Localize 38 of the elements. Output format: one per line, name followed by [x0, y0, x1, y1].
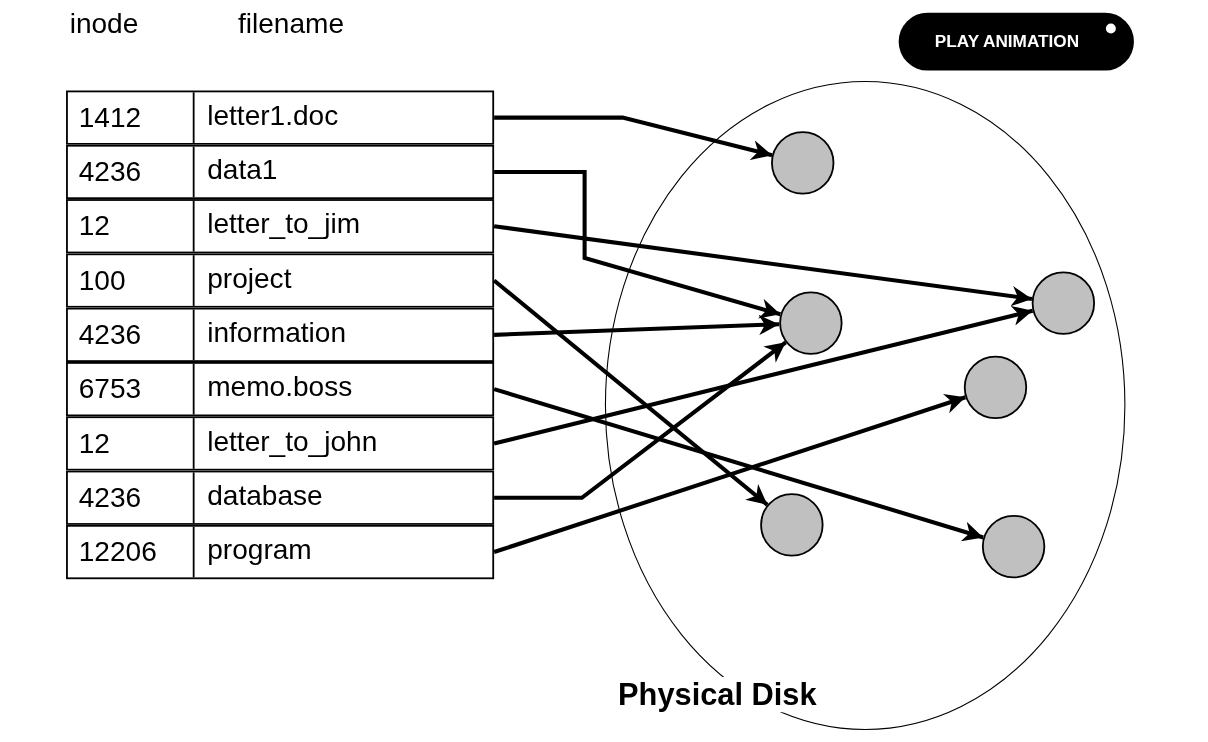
filename: information: [206, 315, 346, 351]
arrow: [494, 314, 780, 337]
filename: memo.boss: [206, 370, 353, 405]
arrow: [494, 115, 773, 161]
inode-number: 12: [67, 418, 195, 469]
inode-number: 4236: [67, 146, 195, 198]
table-row: [66, 253, 495, 308]
arrow: [494, 169, 781, 319]
filename: program: [206, 532, 312, 568]
table-row: [66, 416, 495, 471]
table-row: [66, 470, 495, 525]
filename: data1: [206, 152, 278, 188]
play-animation-button: PLAY ANIMATION: [898, 12, 1134, 71]
inode-number: 1412: [67, 92, 195, 143]
table-row: [66, 307, 495, 362]
inode-number: 4236: [67, 472, 195, 524]
disk-label: Physical Disk: [618, 676, 817, 713]
arrow: [493, 224, 1033, 307]
table-row: [66, 524, 495, 580]
inode-number: 6753: [67, 363, 195, 415]
table-row: [66, 144, 495, 200]
column-header: inode: [69, 7, 139, 40]
inode-number: 100: [67, 255, 195, 306]
inode-number: 4236: [67, 309, 195, 361]
inode-number: 12206: [67, 526, 195, 578]
column-header: filename: [238, 7, 345, 40]
table-row: [66, 90, 495, 145]
filename: letter_to_jim: [206, 207, 361, 242]
table-row: [66, 199, 495, 254]
table-row: [66, 362, 495, 417]
filename: letter1.doc: [206, 98, 339, 134]
inode-number: 12: [67, 200, 195, 252]
arrow: [494, 340, 787, 500]
filename: letter_to_john: [206, 424, 378, 459]
arrow: [492, 278, 769, 507]
arrow: [493, 305, 1034, 446]
filename: database: [206, 478, 323, 514]
filename: project: [206, 261, 292, 297]
